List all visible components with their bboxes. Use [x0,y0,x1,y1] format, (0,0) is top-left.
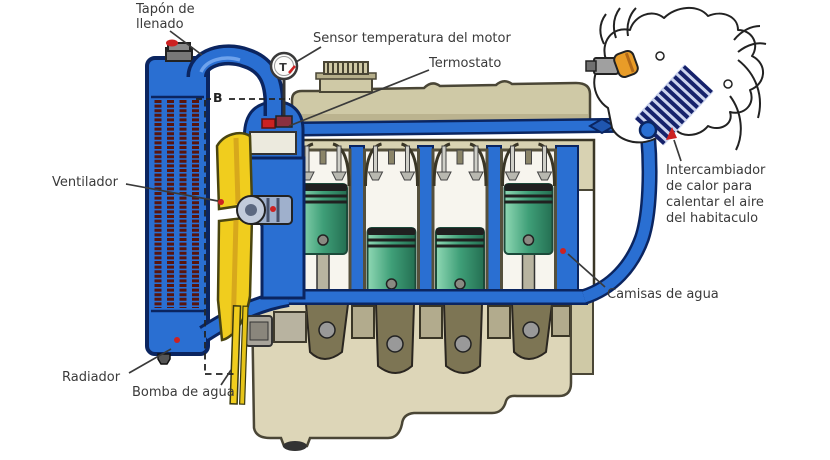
heater-knob [613,49,639,79]
sketch-lines-right [733,25,767,53]
gauge-letter: T [279,61,287,74]
fan-blade-upper [215,132,254,211]
sketch-tails [729,59,761,151]
radiador-pointer-dot [174,337,180,343]
radiator-filler-cap [165,39,193,62]
label-tapon-de-llenado: Tapón de llenado [136,2,195,32]
crank-pulley-and-belt [229,305,307,405]
leader-radiador [128,348,172,374]
camisas-pointer-dot [560,248,566,254]
label-line: calentar el aire [666,195,764,210]
drive-belt [229,305,249,405]
piston-3 [434,226,486,300]
leader-intercambiador [673,139,682,162]
label-camisas-de-agua: Camisas de agua [607,287,719,302]
radiator [145,39,210,365]
sketch-lines-left [599,7,637,45]
ventilador-pointer-dot [218,199,224,205]
leader-tapon [169,30,203,56]
filler-cap-red-mark [166,39,178,47]
thermostat [261,118,276,129]
piston-1 [297,182,349,256]
piston-2 [366,226,417,300]
label-radiador: Radiador [62,370,121,385]
temperature-gauge: T [269,51,299,128]
leader-ventilador [125,183,219,202]
section-b-marker: B [213,90,223,105]
temperature-sensor [275,115,293,128]
leader-lines [125,30,682,386]
label-sensor-temperatura: Sensor temperatura del motor [313,31,511,46]
label-termostato: Termostato [429,56,502,71]
oil-filler-cap [315,61,377,93]
crankshaft [304,303,571,374]
engine [250,61,596,451]
label-line: de calor para [666,179,753,194]
label-intercambiador: Intercambiador de calor para calentar el… [666,163,765,227]
leader-bomba [220,369,232,386]
heater-core-fins [635,65,713,145]
oil-drain-plug [283,441,307,451]
bell-housing [570,295,594,375]
heater-assembly [585,7,767,151]
leader-sensor [295,46,322,63]
label-bomba-de-agua: Bomba de agua [132,385,235,400]
piston-4 [503,182,554,256]
radiator-drain-plug [157,353,171,365]
intercambiador-arrow [666,127,677,140]
fan-hub [236,195,293,225]
label-ventilador: Ventilador [52,175,118,190]
label-line: del habitaculo [666,211,759,226]
label-line: llenado [136,17,184,32]
leader-termostato [288,69,430,127]
label-line: Intercambiador [666,163,766,178]
leader-camisas [567,253,606,288]
gauge-needle [288,65,296,74]
front-cover [244,156,306,300]
label-line: Tapón de [136,2,195,17]
